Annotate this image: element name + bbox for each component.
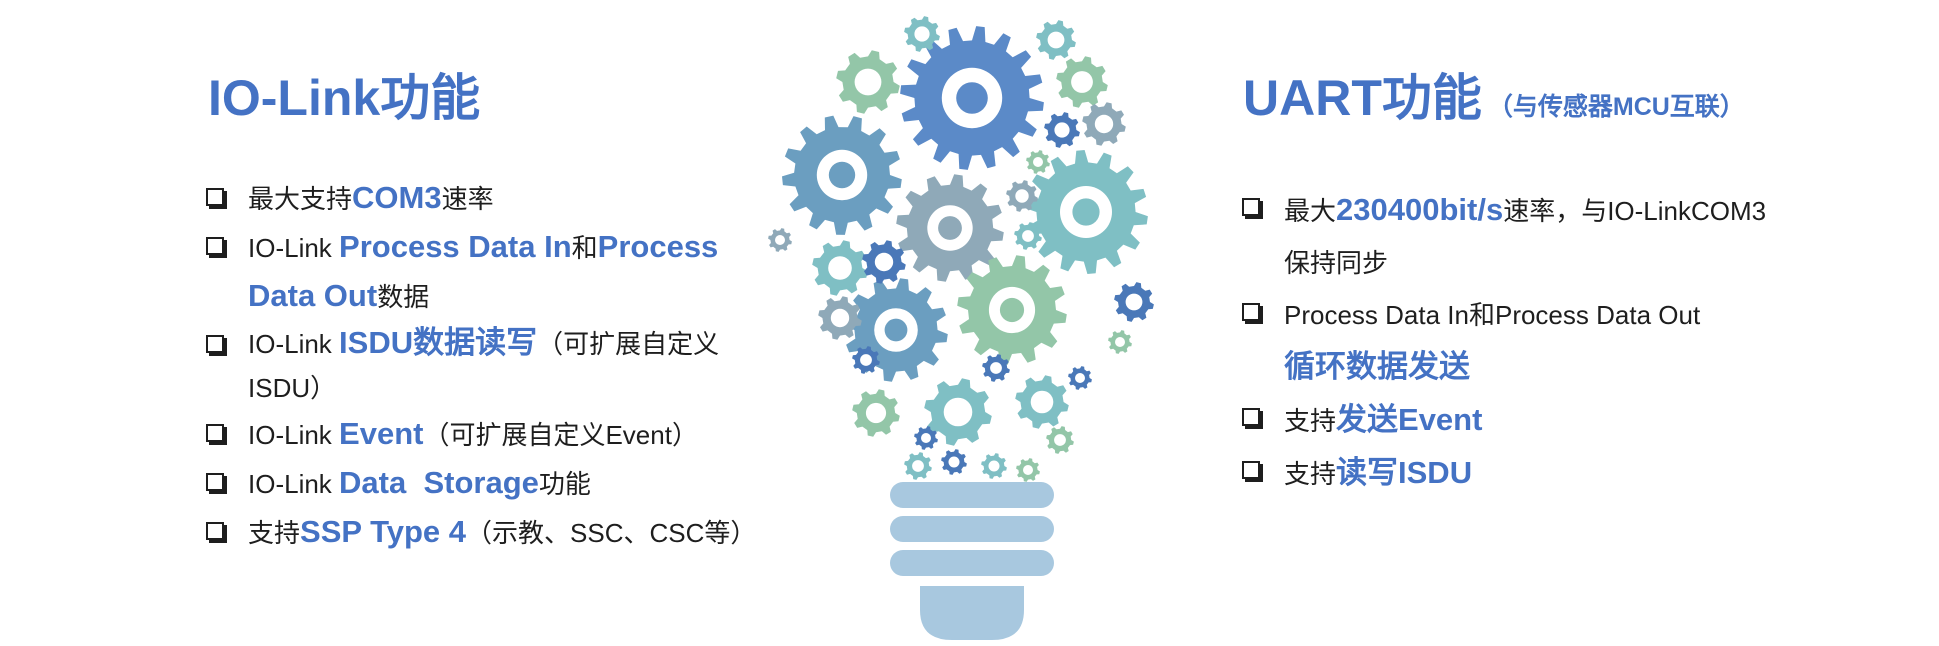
- bulb-base-ring: [890, 550, 1054, 576]
- gear-hole: [865, 402, 887, 424]
- gear-hole: [1033, 157, 1043, 167]
- item-highlight: Process Data Out: [248, 229, 719, 313]
- checkbox-bullet-icon: [1242, 461, 1260, 479]
- gear-hole: [921, 433, 931, 443]
- gear-hole: [1094, 114, 1114, 134]
- gear-hole: [874, 252, 894, 272]
- checkbox-bullet-icon: [206, 473, 224, 491]
- uart-title-text: UART功能: [1243, 70, 1482, 126]
- item-text: IO-Link: [248, 469, 340, 499]
- item-text: 最大: [1284, 196, 1337, 226]
- list-item: IO-Link Event（可扩展自定义Event）: [206, 410, 768, 459]
- gear-hole: [1125, 293, 1143, 311]
- checkbox-bullet-icon: [206, 188, 224, 206]
- gear-hub: [999, 297, 1025, 323]
- gear-hole: [1023, 465, 1033, 475]
- gear-hole: [1015, 189, 1029, 203]
- gear-hole: [1047, 31, 1065, 49]
- uart-subtitle: （与传感器MCU互联）: [1487, 93, 1745, 121]
- gear-hole: [1030, 390, 1054, 414]
- item-highlight: Process Data In: [339, 229, 572, 264]
- item-highlight: Data Storage: [339, 465, 539, 500]
- uart-feature-list: 最大230400bit/s速率，与IO-LinkCOM3保持同步 Process…: [1242, 184, 1784, 500]
- gear-hole: [943, 397, 973, 427]
- item-highlight: Event: [339, 416, 424, 451]
- checkbox-bullet-icon: [206, 522, 224, 540]
- list-item: Process Data In和Process Data Out 循环数据发送: [1242, 289, 1784, 394]
- bulb-base-ring: [890, 482, 1054, 508]
- checkbox-bullet-icon: [206, 424, 224, 442]
- item-highlight: 循环数据发送: [1284, 349, 1470, 384]
- item-highlight: COM3: [352, 180, 442, 215]
- gear-hub: [956, 82, 988, 114]
- list-item: 支持发送Event: [1242, 394, 1784, 447]
- gear-hole: [1054, 434, 1066, 446]
- item-text: 速率: [441, 184, 494, 214]
- item-highlight: 发送Event: [1336, 402, 1483, 437]
- item-text: IO-Link: [248, 329, 340, 359]
- list-item: 支持读写ISDU: [1242, 447, 1784, 500]
- item-highlight: 读写ISDU: [1336, 455, 1473, 490]
- list-item: IO-Link Process Data In和Process Data Out…: [206, 223, 768, 321]
- item-text: 功能: [538, 469, 591, 499]
- item-text: 支持: [1284, 459, 1337, 489]
- gear-hole: [1022, 230, 1034, 242]
- item-text: 支持: [1284, 406, 1337, 436]
- uart-title: UART功能（与传感器MCU互联）: [1243, 58, 1745, 130]
- gear-hole: [990, 362, 1002, 374]
- item-text: IO-Link: [248, 233, 340, 263]
- item-text: （可扩展自定义ISDU）: [248, 329, 720, 403]
- gear-hub: [884, 318, 908, 342]
- item-text: 数据: [377, 282, 430, 312]
- item-highlight: SSP Type 4: [300, 514, 467, 549]
- item-text: IO-Link: [248, 420, 340, 450]
- item-text: 最大支持: [248, 184, 353, 214]
- io-link-feature-list: 最大支持COM3速率 IO-Link Process Data In和Proce…: [206, 174, 768, 557]
- gear-hole: [1115, 337, 1125, 347]
- item-text: （示教、SSC、CSC等）: [466, 518, 757, 548]
- checkbox-bullet-icon: [206, 335, 224, 353]
- item-text: （可扩展自定义Event）: [423, 420, 698, 450]
- checkbox-bullet-icon: [1242, 303, 1260, 321]
- gear-hole: [830, 308, 850, 328]
- gear-hole: [914, 26, 930, 42]
- gear-hole: [854, 68, 882, 96]
- io-link-title: IO-Link功能: [208, 70, 481, 126]
- gear-hole: [860, 354, 872, 366]
- checkbox-bullet-icon: [1242, 198, 1260, 216]
- gear-hub: [828, 161, 856, 189]
- item-text: 速率，与IO-LinkCOM3保持同步: [1284, 196, 1767, 278]
- gear-hole: [828, 256, 852, 280]
- list-item: IO-Link ISDU数据读写（可扩展自定义ISDU）: [206, 321, 768, 410]
- gear-hole: [775, 235, 785, 245]
- list-item: IO-Link Data Storage功能: [206, 459, 768, 508]
- list-item: 最大230400bit/s速率，与IO-LinkCOM3保持同步: [1242, 184, 1784, 289]
- item-text: 和: [571, 233, 598, 263]
- list-item: 最大支持COM3速率: [206, 174, 768, 223]
- gear-hole: [912, 460, 924, 472]
- item-highlight: ISDU数据读写: [339, 325, 538, 360]
- gear-hole: [948, 456, 960, 468]
- gear-hole: [1075, 373, 1085, 383]
- gear-hub: [938, 216, 962, 240]
- item-text: Process Data In和Process Data Out: [1284, 300, 1701, 330]
- gear-hole: [1054, 122, 1070, 138]
- item-text: 支持: [248, 518, 301, 548]
- checkbox-bullet-icon: [206, 237, 224, 255]
- list-item: 支持SSP Type 4（示教、SSC、CSC等）: [206, 508, 768, 557]
- gear-hole: [988, 460, 1000, 472]
- bulb-base-ring: [890, 516, 1054, 542]
- item-highlight: 230400bit/s: [1336, 192, 1504, 227]
- checkbox-bullet-icon: [1242, 408, 1260, 426]
- bulb-base-tip: [920, 586, 1024, 640]
- gear-hub: [1072, 198, 1100, 226]
- gear-lightbulb-icon: [768, 16, 1154, 640]
- gear-hole: [1071, 71, 1093, 93]
